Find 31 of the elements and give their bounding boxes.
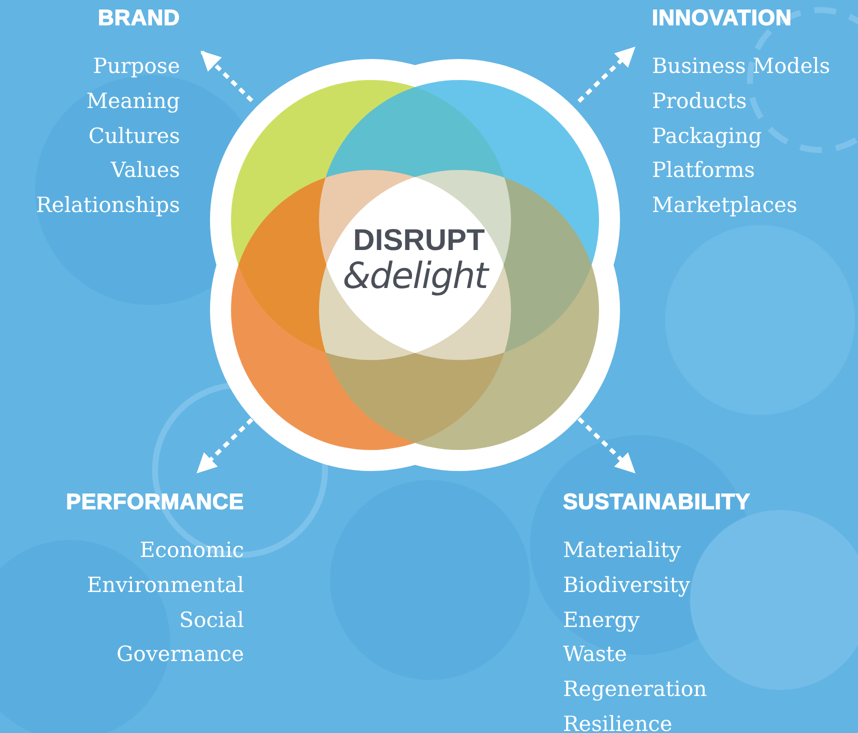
list-item: Values (110, 157, 180, 184)
category-heading: INNOVATION (652, 5, 792, 31)
tagline-text: &delight (342, 256, 490, 297)
list-item: Marketplaces (652, 192, 798, 220)
arrow (196, 418, 254, 474)
venn-diagram (210, 58, 620, 472)
list-item: Economic (140, 537, 244, 564)
category-heading: BRAND (98, 5, 180, 31)
list-item: Platforms (652, 157, 755, 184)
list-item: Products (652, 88, 747, 115)
list-item: Regeneration (563, 676, 707, 704)
list-item: Environmental (86, 572, 244, 599)
list-item: Waste (563, 641, 627, 668)
list-item: Packaging (652, 122, 762, 150)
category-heading: PERFORMANCE (66, 489, 244, 515)
list-item: Energy (563, 606, 640, 634)
list-item: Biodiversity (563, 572, 690, 599)
arrow (200, 50, 254, 102)
list-item: Relationships (36, 192, 180, 220)
list-item: Resilience (563, 710, 672, 733)
list-item: Social (179, 606, 244, 634)
list-item: Cultures (88, 122, 180, 150)
list-item: Purpose (93, 53, 180, 80)
arrow (577, 46, 636, 103)
category-heading: SUSTAINABILITY (563, 489, 750, 515)
list-item: Business Models (652, 53, 830, 80)
list-item: Meaning (86, 88, 180, 115)
list-item: Governance (116, 641, 244, 668)
title-text: DISRUPT (352, 224, 486, 258)
list-item: Materiality (563, 537, 681, 564)
arrow (577, 417, 636, 474)
